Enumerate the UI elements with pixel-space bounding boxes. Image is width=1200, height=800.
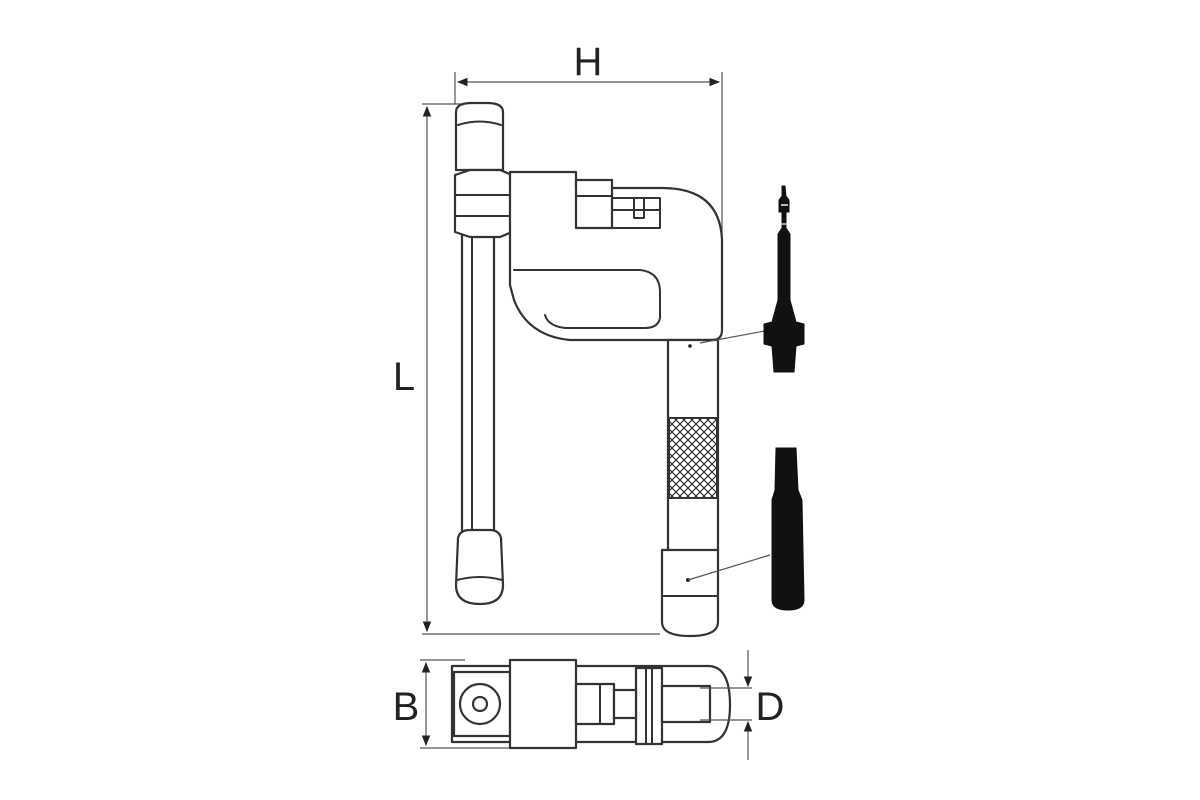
dimension-l-label: L — [393, 355, 415, 399]
right-handle — [660, 338, 720, 638]
dimension-l: L — [393, 103, 660, 635]
top-view: B D — [393, 650, 785, 760]
tool-body — [453, 168, 724, 342]
spare-sleeve-part — [687, 447, 805, 611]
dimension-h: H — [454, 40, 723, 330]
dimension-b-label: B — [393, 685, 420, 729]
dimension-h-label: H — [574, 40, 603, 84]
dimension-d-label: D — [756, 685, 785, 729]
spare-pin-part — [699, 185, 805, 373]
left-handle — [454, 101, 505, 606]
